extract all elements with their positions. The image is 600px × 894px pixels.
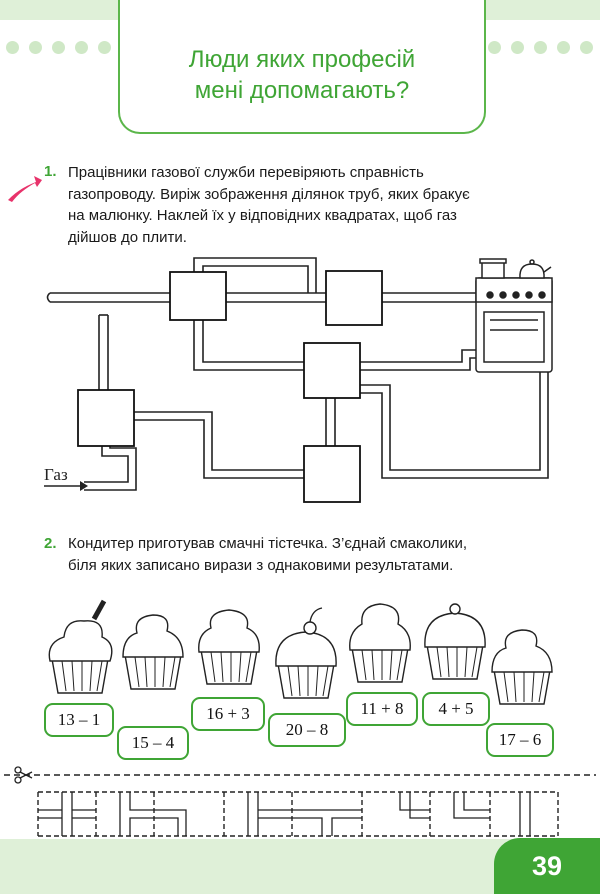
task1-text: Працівники газової служби перевіряють сп… [68, 162, 470, 248]
cupcake-icon [122, 614, 184, 690]
title-line-2: мені допомагають? [194, 77, 410, 104]
title-line-1: Люди яких професій [188, 46, 416, 73]
cupcake-icon [275, 607, 337, 699]
page-title: Люди яких професій мені допомагають? [120, 44, 484, 106]
cutout-strip[interactable] [0, 760, 600, 840]
missing-pipe-box-1 [169, 271, 227, 321]
arrow-marker-icon [8, 176, 42, 202]
task2-text: Кондитер приготував смачні тістечка. З’є… [68, 533, 467, 576]
missing-pipe-box-3 [303, 342, 361, 399]
expression-card[interactable]: 4 + 5 [422, 692, 490, 726]
expression-card[interactable]: 11 + 8 [346, 692, 418, 726]
stove-icon [475, 258, 553, 373]
page-number: 39 [531, 851, 563, 881]
pipe-diagram [44, 257, 553, 503]
task1-line-4: дійшов до плити. [68, 228, 187, 246]
title-box: Люди яких професій мені допомагають? [118, 0, 486, 134]
task2-number: 2. [44, 535, 57, 552]
task1-line-3: на малюнку. Наклей їх у відповідних квад… [68, 207, 457, 224]
cupcake-icon [491, 629, 553, 705]
cupcake-icon [198, 609, 260, 685]
expression-card[interactable]: 16 + 3 [191, 697, 265, 731]
expression-card[interactable]: 13 – 1 [44, 703, 114, 737]
expression-card[interactable]: 17 – 6 [486, 723, 554, 757]
task1-number: 1. [44, 163, 57, 180]
task2-line-2: біля яких записано вирази з однаковими р… [68, 556, 454, 574]
missing-pipe-box-5 [303, 445, 361, 503]
missing-pipe-box-2 [325, 270, 383, 326]
gas-label: Газ [44, 465, 68, 484]
cupcake-icon [424, 603, 486, 680]
page-number-tab: 39 [494, 838, 600, 894]
missing-pipe-box-4 [77, 389, 135, 447]
cupcake-icon [48, 599, 113, 694]
cupcakes-illustration [48, 599, 553, 705]
expression-card[interactable]: 20 – 8 [268, 713, 346, 747]
task2-line-1: Кондитер приготував смачні тістечка. З’є… [68, 535, 468, 552]
expression-card[interactable]: 15 – 4 [117, 726, 189, 760]
cupcake-icon [349, 603, 411, 683]
task1-line-2: газопроводу. Виріж зображення ділянок тр… [68, 185, 470, 203]
task1-line-1: Працівники газової служби перевіряють сп… [68, 164, 424, 181]
